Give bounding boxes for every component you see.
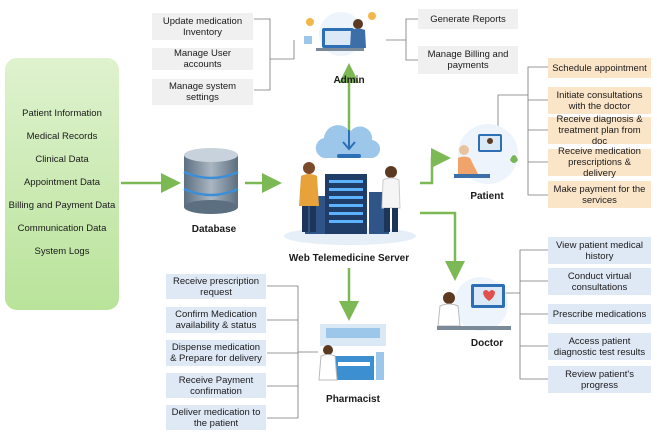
doctor-task-view-history: View patient medical history bbox=[548, 237, 651, 264]
pharmacist-label: Pharmacist bbox=[326, 394, 380, 405]
admin-label: Admin bbox=[333, 75, 365, 86]
database-icon bbox=[183, 148, 239, 214]
data-source-item: Patient Information bbox=[22, 108, 102, 119]
doctor-icon bbox=[437, 277, 511, 331]
pharmacist-task-deliver: Deliver medication to the patient bbox=[166, 405, 266, 430]
data-source-item: Clinical Data bbox=[35, 154, 89, 165]
patient-task-receive-prescriptions: Receive medication prescriptions & deliv… bbox=[548, 146, 651, 179]
patient-label: Patient bbox=[470, 191, 504, 202]
admin-task-manage-users: Manage User accounts bbox=[152, 48, 253, 70]
doctor-task-diagnostic-results: Access patient diagnostic test results bbox=[548, 333, 651, 360]
patient-icon bbox=[454, 124, 518, 184]
bracket-lines bbox=[254, 18, 548, 419]
pharmacist-task-payment-confirmation: Receive Payment confirmation bbox=[166, 373, 266, 398]
patient-task-schedule: Schedule appointment bbox=[548, 58, 651, 78]
doctor-label: Doctor bbox=[470, 338, 504, 349]
doctor-task-virtual-consultation: Conduct virtual consultations bbox=[548, 268, 651, 295]
pharmacist-task-confirm-availability: Confirm Medication availability & status bbox=[166, 307, 266, 333]
pharmacist-task-receive-prescription: Receive prescription request bbox=[166, 274, 266, 299]
server-label: Web Telemedicine Server bbox=[288, 253, 410, 264]
database-label: Database bbox=[191, 224, 237, 235]
patient-task-receive-diagnosis: Receive diagnosis & treatment plan from … bbox=[548, 114, 651, 147]
arrow-server-to-patient bbox=[420, 148, 451, 185]
admin-task-manage-billing: Manage Billing and payments bbox=[418, 46, 518, 74]
pharmacist-icon bbox=[318, 324, 386, 381]
data-source-item: Appointment Data bbox=[23, 177, 101, 188]
data-sources-panel: Patient Information Medical Records Clin… bbox=[5, 58, 119, 310]
data-source-item: System Logs bbox=[34, 246, 90, 257]
data-source-item: Communication Data bbox=[17, 223, 107, 234]
doctor-task-prescribe: Prescribe medications bbox=[548, 304, 651, 324]
admin-task-update-inventory: Update medication Inventory bbox=[152, 13, 253, 40]
patient-task-initiate-consultation: Initiate consultations with the doctor bbox=[548, 87, 651, 114]
arrow-server-to-doctor bbox=[420, 211, 465, 281]
data-source-item: Medical Records bbox=[26, 131, 98, 142]
admin-task-generate-reports: Generate Reports bbox=[418, 9, 518, 29]
server-icon bbox=[284, 125, 416, 245]
doctor-task-review-progress: Review patient's progress bbox=[548, 366, 651, 393]
patient-task-make-payment: Make payment for the services bbox=[548, 181, 651, 208]
data-source-item: Billing and Payment Data bbox=[8, 200, 116, 211]
pharmacist-task-dispense: Dispense medication & Prepare for delive… bbox=[166, 340, 266, 366]
admin-task-manage-settings: Manage system settings bbox=[152, 79, 253, 105]
admin-icon bbox=[304, 12, 376, 56]
